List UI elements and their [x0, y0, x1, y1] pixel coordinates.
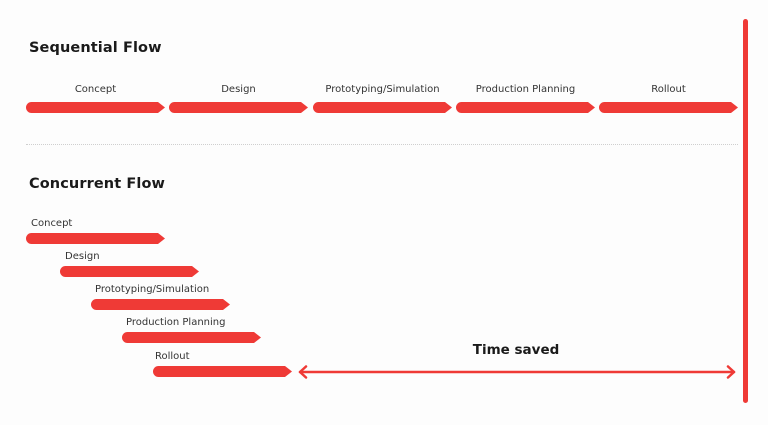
con-stage-bar-design	[60, 266, 199, 277]
seq-stage-bar-design	[169, 102, 308, 113]
con-stage-bar-production	[122, 332, 261, 343]
time-saved-label: Time saved	[472, 342, 560, 358]
seq-stage-bar-prototyping	[313, 102, 452, 113]
seq-stage-label-prototyping: Prototyping/Simulation	[325, 84, 440, 95]
seq-stage-label-production: Production Planning	[475, 84, 576, 95]
con-stage-bar-rollout	[153, 366, 292, 377]
seq-stage-label-rollout: Rollout	[651, 84, 686, 95]
con-stage-label-rollout: Rollout	[155, 351, 190, 362]
seq-stage-label-concept: Concept	[74, 84, 117, 95]
sequential-flow-title: Sequential Flow	[29, 40, 162, 56]
con-stage-label-concept: Concept	[31, 218, 73, 229]
time-saved-double-arrow-icon	[297, 364, 737, 379]
seq-stage-bar-production	[456, 102, 595, 113]
seq-stage-bar-rollout	[599, 102, 738, 113]
con-stage-bar-prototyping	[91, 299, 230, 310]
con-stage-label-prototyping: Prototyping/Simulation	[95, 284, 210, 295]
end-marker-line	[743, 19, 748, 403]
seq-stage-label-design: Design	[221, 84, 256, 95]
seq-stage-bar-concept	[26, 102, 165, 113]
section-divider	[26, 144, 738, 145]
con-stage-label-design: Design	[65, 251, 100, 262]
con-stage-label-production: Production Planning	[126, 317, 226, 328]
con-stage-bar-concept	[26, 233, 165, 244]
concurrent-flow-title: Concurrent Flow	[29, 176, 166, 192]
